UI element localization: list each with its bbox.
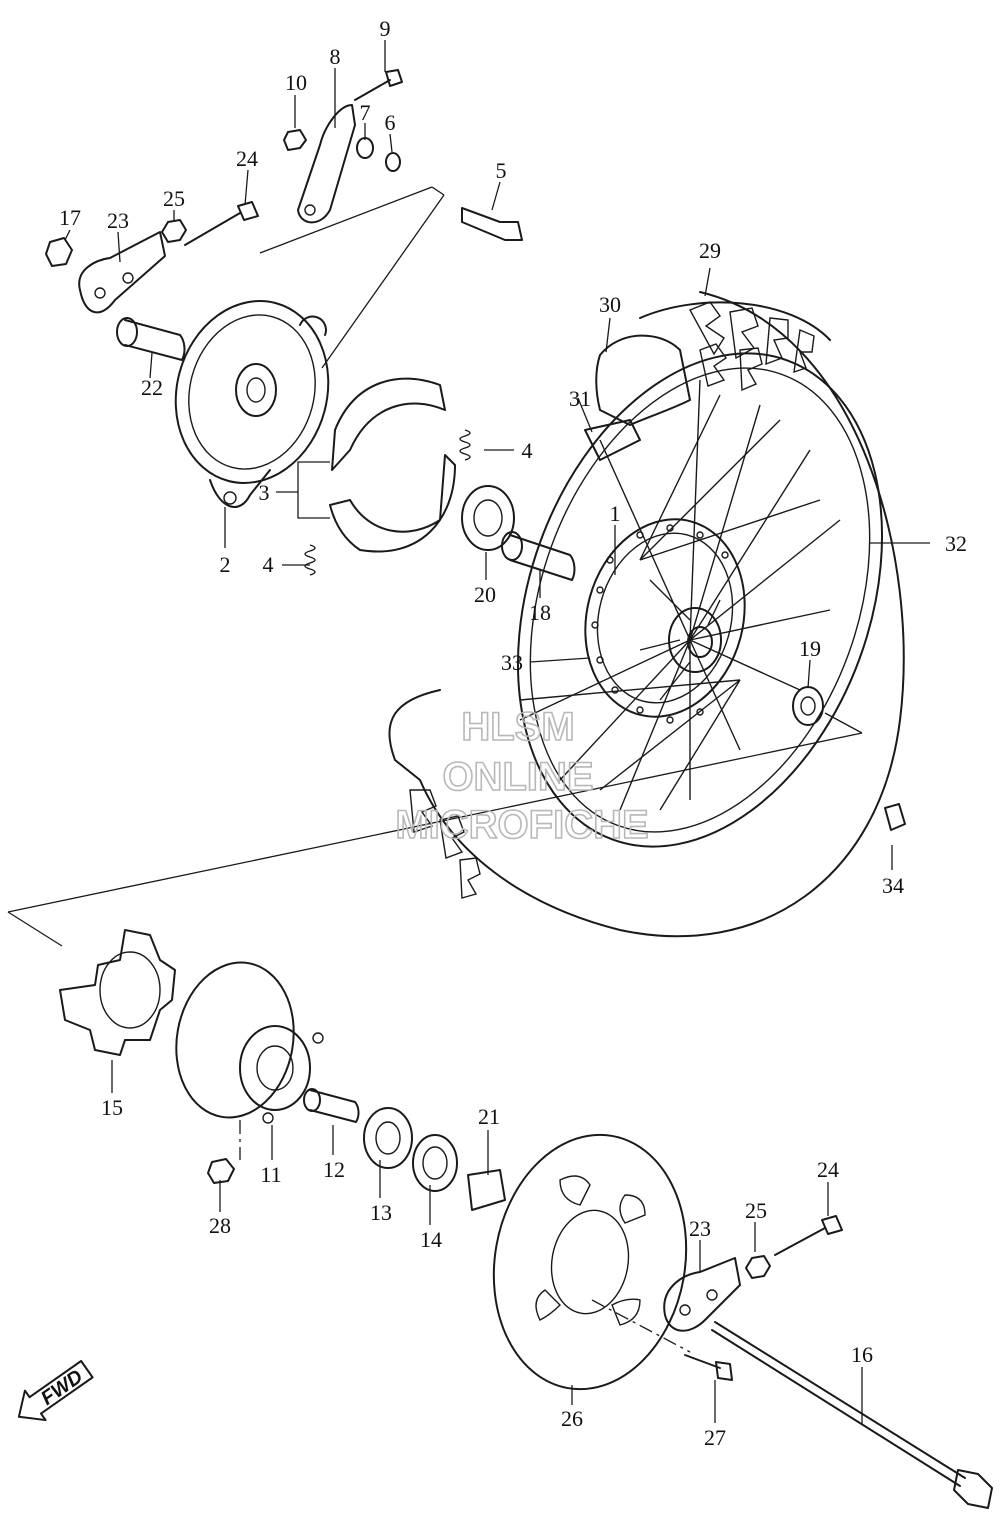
spring-upper [459, 429, 471, 461]
callout-21[interactable]: 21 [478, 1104, 500, 1129]
inner-tube [595, 334, 691, 426]
callout-32[interactable]: 32 [945, 531, 967, 556]
rear-wheel-assembly [388, 291, 906, 938]
tire-tread [409, 301, 815, 899]
callout-7[interactable]: 7 [360, 100, 371, 125]
spacer-18 [509, 534, 576, 581]
brake-shoe-lower [329, 454, 456, 553]
callout-24-bottom[interactable]: 24 [817, 1157, 839, 1182]
watermark-line1: HLSM [461, 705, 574, 749]
rear-axle [711, 1321, 966, 1487]
washer-7 [356, 137, 374, 159]
callout-24-top[interactable]: 24 [236, 146, 258, 171]
callout-34[interactable]: 34 [882, 873, 904, 898]
callout-5[interactable]: 5 [496, 158, 507, 183]
callout-12[interactable]: 12 [323, 1157, 345, 1182]
callout-22[interactable]: 22 [141, 375, 163, 400]
rim-band [584, 419, 641, 461]
bearing-13 [363, 1107, 413, 1169]
callout-33[interactable]: 33 [501, 650, 523, 675]
callout-30[interactable]: 30 [599, 292, 621, 317]
callout-25-bottom[interactable]: 25 [745, 1198, 767, 1223]
callout-31[interactable]: 31 [569, 386, 591, 411]
brake-shoe-upper [331, 377, 446, 471]
hub-holes [591, 524, 729, 724]
bolt-9 [354, 79, 391, 101]
nut-28 [207, 1158, 235, 1184]
bearing-19 [792, 686, 824, 726]
rear-sprocket [492, 1133, 688, 1391]
callout-3[interactable]: 3 [259, 480, 270, 505]
bolt-24-bottom [774, 1227, 826, 1256]
spacer-12 [309, 1089, 360, 1123]
sprocket-carrier [175, 961, 295, 1119]
callout-23-bottom[interactable]: 23 [689, 1216, 711, 1241]
callout-2[interactable]: 2 [220, 552, 231, 577]
callout-8[interactable]: 8 [330, 44, 341, 69]
chain-adjuster-top [78, 231, 166, 314]
callout-27[interactable]: 27 [704, 1425, 726, 1450]
callout-20[interactable]: 20 [474, 582, 496, 607]
oring-6 [385, 152, 401, 172]
nut-10 [283, 129, 307, 151]
callout-14[interactable]: 14 [420, 1227, 442, 1252]
spring-lower [304, 544, 316, 576]
callout-26[interactable]: 26 [561, 1406, 583, 1431]
callout-29[interactable]: 29 [699, 238, 721, 263]
brake-panel-assembly [45, 69, 576, 581]
bolt-27 [684, 1354, 721, 1369]
callout-23-top[interactable]: 23 [107, 208, 129, 233]
rim [516, 352, 884, 848]
callout-9[interactable]: 9 [380, 16, 391, 41]
spacer-22 [124, 319, 186, 361]
callout-17[interactable]: 17 [59, 205, 81, 230]
oil-seal-14 [412, 1134, 458, 1192]
spacer-21 [467, 1169, 506, 1211]
leader-lines [64, 40, 930, 1425]
callout-10[interactable]: 10 [285, 70, 307, 95]
callout-19[interactable]: 19 [799, 636, 821, 661]
bolt-24-top [184, 212, 241, 246]
brake-panel [174, 300, 330, 484]
callout-25-top[interactable]: 25 [163, 186, 185, 211]
hub-damper [59, 929, 176, 1056]
callout-11[interactable]: 11 [260, 1162, 281, 1187]
callout-1[interactable]: 1 [610, 501, 621, 526]
valve-cap [884, 803, 906, 831]
callout-6[interactable]: 6 [385, 110, 396, 135]
nut-25-top [161, 219, 187, 243]
watermark-line3: MICROFICHE [395, 803, 648, 847]
callout-4-upper[interactable]: 4 [522, 438, 533, 463]
callout-28[interactable]: 28 [209, 1213, 231, 1238]
callout-13[interactable]: 13 [370, 1200, 392, 1225]
callout-4-lower[interactable]: 4 [263, 552, 274, 577]
cam-lever [297, 104, 356, 224]
brake-cam [461, 207, 523, 241]
callout-15[interactable]: 15 [101, 1095, 123, 1120]
callout-18[interactable]: 18 [529, 600, 551, 625]
fwd-arrow: FWD [17, 1359, 94, 1422]
watermark: HLSM ONLINE MICROFICHE [395, 704, 650, 848]
sprocket-hub-assembly [59, 929, 993, 1509]
chain-adjuster-bottom [663, 1257, 741, 1332]
fwd-arrow-shape [17, 1359, 94, 1422]
nut-25-bottom [745, 1255, 771, 1279]
wheel-hub-disc [584, 518, 746, 718]
spokes [519, 379, 841, 811]
nut-17 [45, 237, 73, 267]
bearing-20 [461, 485, 515, 551]
tire [388, 291, 905, 938]
watermark-line2: ONLINE [442, 755, 593, 799]
callout-labels: 1 2 3 4 4 5 6 7 8 9 10 11 12 13 14 15 16… [59, 16, 967, 1450]
assembly-guide-lines [7, 186, 863, 1353]
callout-16[interactable]: 16 [851, 1342, 873, 1367]
